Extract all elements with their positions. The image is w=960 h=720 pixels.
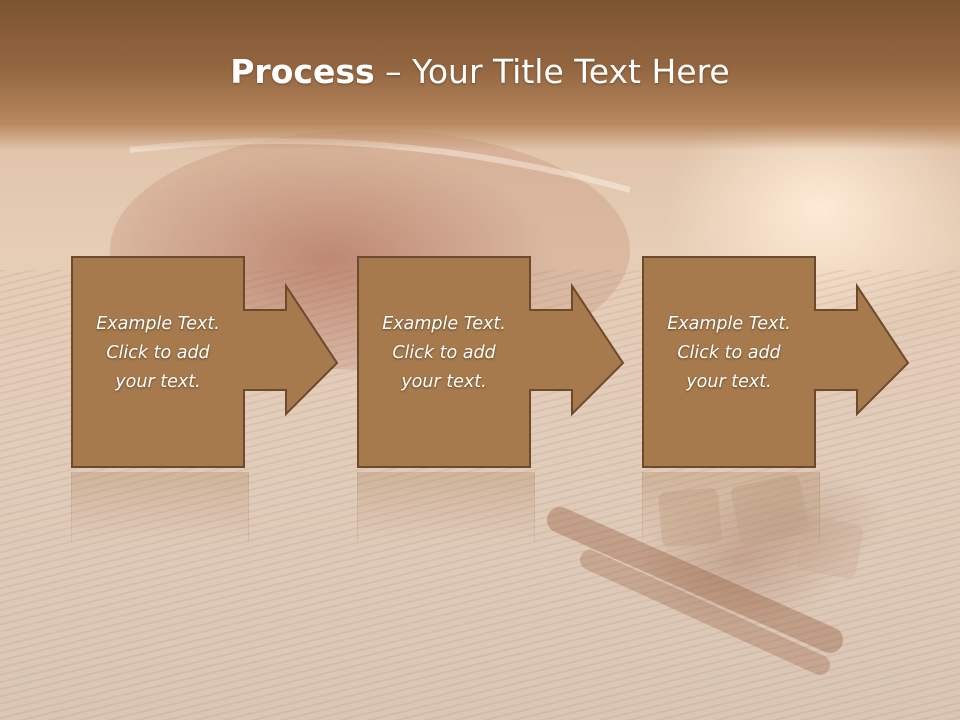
step-reflection <box>71 472 249 542</box>
step-text-line: Example Text. <box>382 314 506 334</box>
title-text: Your Title Text Here <box>412 52 730 91</box>
process-step-2[interactable]: Example Text. Click to add your text. <box>357 256 629 470</box>
step-text-line: Example Text. <box>96 314 220 334</box>
step-text-line: Click to add <box>677 343 781 363</box>
title-separator: – <box>374 52 413 91</box>
step-text-line: Example Text. <box>667 314 791 334</box>
process-step-3[interactable]: Example Text. Click to add your text. <box>642 256 914 470</box>
title-bar <box>0 0 960 150</box>
step-text-line: your text. <box>686 372 772 392</box>
cinnamon-stick <box>580 550 830 675</box>
step-reflection <box>357 472 535 542</box>
arrow-box-shape <box>357 256 625 468</box>
step-text: Example Text. Click to add your text. <box>644 310 814 397</box>
step-text-line: your text. <box>115 372 201 392</box>
step-text-line: Click to add <box>106 343 210 363</box>
step-text-line: Click to add <box>392 343 496 363</box>
sugar-cube <box>731 474 809 546</box>
title-bold: Process <box>230 52 375 91</box>
step-text: Example Text. Click to add your text. <box>359 310 529 397</box>
arrow-box-shape <box>71 256 339 468</box>
cinnamon-stick <box>547 507 843 653</box>
sugar-cube <box>658 488 722 547</box>
step-text: Example Text. Click to add your text. <box>73 310 243 397</box>
step-reflection <box>642 472 820 542</box>
step-text-line: your text. <box>401 372 487 392</box>
sugar-cube <box>796 516 863 579</box>
process-step-1[interactable]: Example Text. Click to add your text. <box>71 256 343 470</box>
slide-title[interactable]: Process – Your Title Text Here <box>0 52 960 91</box>
arrow-box-shape <box>642 256 910 468</box>
